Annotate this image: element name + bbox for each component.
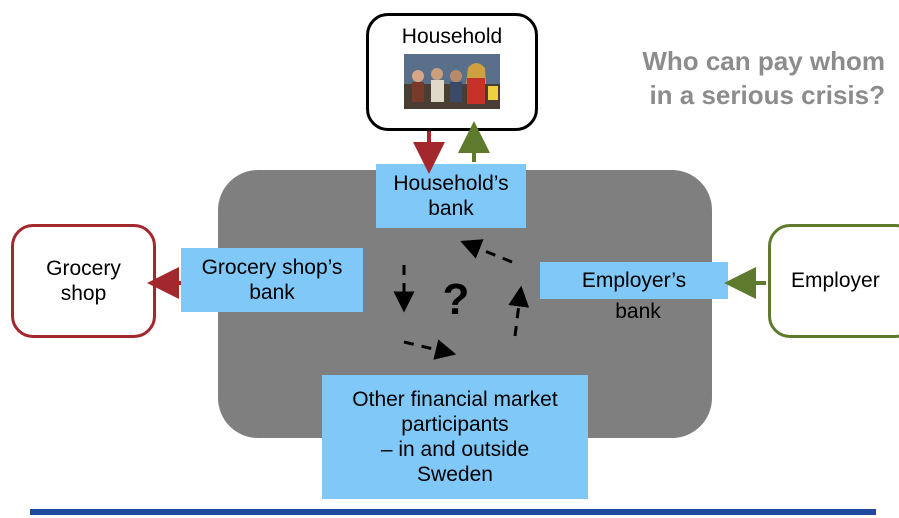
household-label: Household <box>401 25 503 48</box>
grocery-shop-bank-line-1: Grocery shop’s <box>201 255 343 279</box>
other-participants-line-4: Sweden <box>417 463 493 487</box>
title-line-2: in a serious crisis? <box>649 79 885 110</box>
employer-node: Employer <box>768 224 899 338</box>
grocery-shop-bank-line-2: bank <box>249 281 295 304</box>
household-bank-line-1: Household’s <box>393 171 509 195</box>
household-node: Household <box>366 13 538 131</box>
household-bank-line-2: bank <box>428 197 474 220</box>
question-mark: ? <box>442 275 470 324</box>
grocery-shop-label-line-1: Grocery <box>46 256 121 280</box>
employer-bank-line-1: Employer’s <box>581 268 687 292</box>
household-bank: Household’s bank <box>376 164 526 228</box>
footer-bar <box>30 509 876 515</box>
grocery-shop-bank: Grocery shop’s bank <box>181 248 363 312</box>
other-participants-line-3: – in and outside <box>380 438 530 461</box>
cycle-arrow-right <box>508 285 530 337</box>
other-participants-line-2: participants <box>401 412 509 436</box>
other-participants-box: Other financial market participants – in… <box>322 375 588 499</box>
employer-label: Employer <box>791 269 880 293</box>
employer-bank-line-2: bank <box>615 300 661 323</box>
cycle-arrow-top <box>460 239 513 264</box>
diagram-title: Who can pay whom in a serious crisis? <box>565 45 885 113</box>
other-participants-line-1: Other financial market <box>352 387 558 411</box>
household-photo <box>404 54 500 110</box>
grocery-shop-label-line-2: shop <box>60 282 107 305</box>
grocery-shop-node: Grocery shop <box>11 224 156 338</box>
employer-bank: Employer’s <box>540 262 728 299</box>
cycle-arrow-bottom <box>403 339 457 360</box>
title-line-1: Who can pay whom <box>642 46 885 76</box>
